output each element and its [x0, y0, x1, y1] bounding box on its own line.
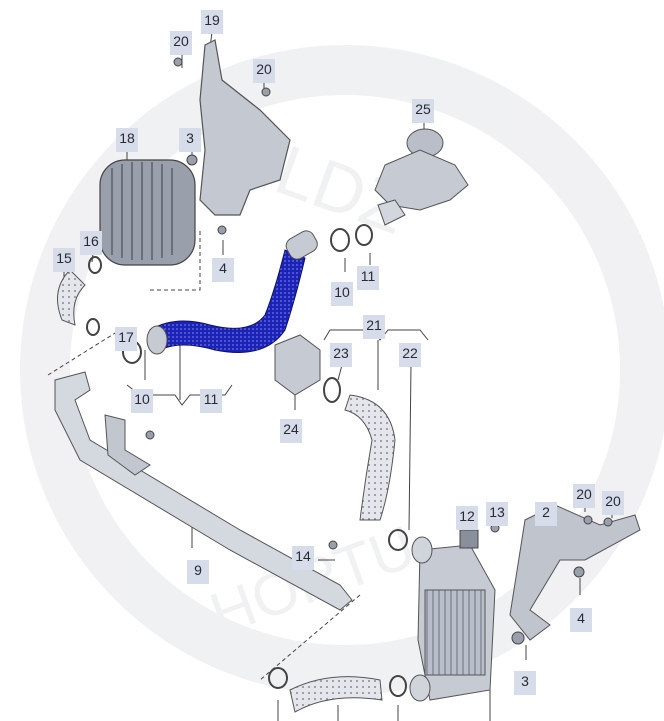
callout-4[interactable]: 4	[570, 608, 592, 632]
throttle-24	[274, 334, 321, 396]
turbocharger-25	[374, 128, 469, 226]
callout-17[interactable]: 17	[115, 327, 137, 351]
callout-19[interactable]: 19	[201, 10, 223, 34]
callout-3[interactable]: 3	[514, 671, 536, 695]
callout-11[interactable]: 11	[357, 266, 379, 290]
callout-10[interactable]: 10	[331, 282, 353, 306]
hose-bottom	[289, 676, 383, 713]
callout-11[interactable]: 11	[200, 389, 222, 413]
callout-9[interactable]: 9	[187, 560, 209, 584]
callout-22[interactable]: 22	[399, 343, 421, 367]
highlighted-hose	[149, 249, 306, 353]
callout-14[interactable]: 14	[292, 546, 314, 570]
callout-3[interactable]: 3	[179, 128, 201, 152]
clamps	[86, 224, 408, 697]
callout-16[interactable]: 16	[80, 231, 102, 255]
callout-20[interactable]: 20	[253, 59, 275, 83]
callout-10[interactable]: 10	[131, 389, 153, 413]
callout-13[interactable]: 13	[486, 502, 508, 526]
callout-21[interactable]: 21	[363, 315, 385, 339]
hose-21	[344, 394, 396, 521]
bracket-19	[199, 39, 291, 216]
callout-25[interactable]: 25	[412, 99, 434, 123]
callout-23[interactable]: 23	[330, 343, 352, 367]
intercooler	[409, 536, 496, 702]
callout-15[interactable]: 15	[53, 248, 75, 272]
resonator-18	[99, 159, 196, 266]
callout-20[interactable]: 20	[602, 491, 624, 515]
callout-20[interactable]: 20	[573, 484, 595, 508]
callout-2[interactable]: 2	[535, 502, 557, 526]
callout-18[interactable]: 18	[116, 128, 138, 152]
fasteners	[145, 57, 613, 645]
hose-15	[57, 269, 86, 326]
callout-12[interactable]: 12	[456, 506, 478, 530]
callout-24[interactable]: 24	[280, 419, 302, 443]
callout-20[interactable]: 20	[170, 31, 192, 55]
callout-4[interactable]: 4	[212, 258, 234, 282]
bracket-2	[509, 504, 641, 641]
pipe-9	[54, 371, 353, 611]
